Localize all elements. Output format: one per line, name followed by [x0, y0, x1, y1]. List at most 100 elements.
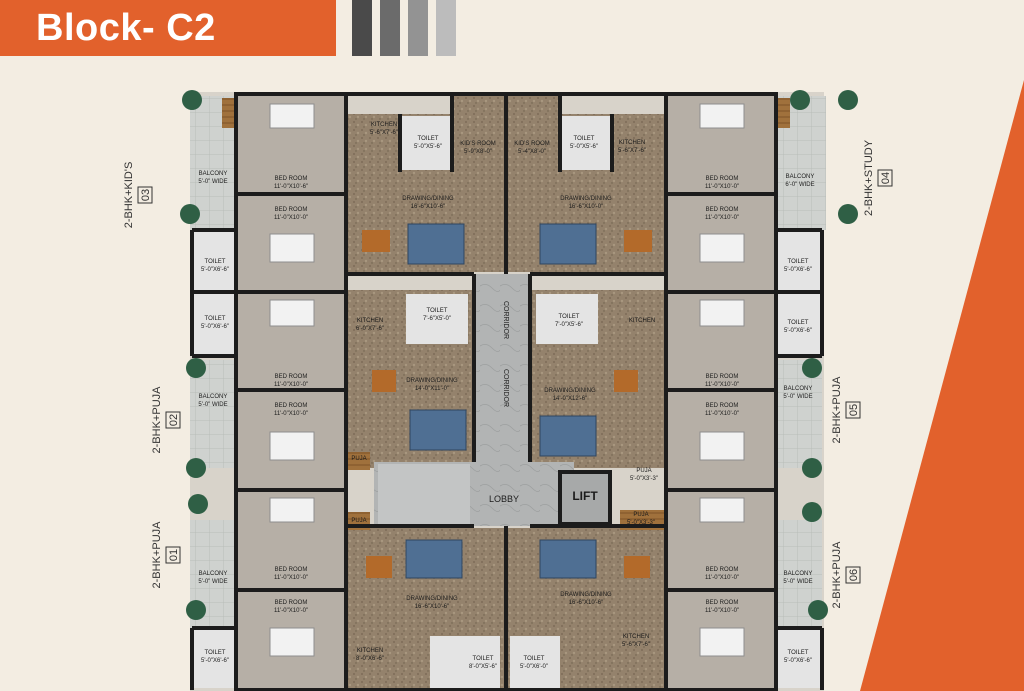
- label-lobby: LOBBY: [489, 494, 519, 504]
- size-toilet-bot-l: 8'-0"X5'-6": [469, 664, 497, 670]
- page-title: Block- C2: [36, 7, 216, 49]
- label-corridor-upper: CORRIDOR: [502, 301, 509, 339]
- size-toilet-left-3: 5'-0"X6'-6": [201, 658, 229, 664]
- unit-label-06: 2-BHK+PUJA 06: [831, 541, 861, 609]
- size-dd-01: 16'-6"X10'-6": [415, 604, 450, 610]
- label-kitchen-03: KITCHEN: [371, 122, 397, 128]
- label-toilet-top-l: TOILET: [418, 136, 439, 142]
- unit-number-box-02: [165, 411, 181, 429]
- label-bedroom-l1: BED ROOM: [275, 176, 308, 182]
- toilet-left-1: [192, 232, 238, 290]
- toilet-left-3: [192, 628, 238, 688]
- toilet-left-2: [192, 294, 238, 356]
- size-toilet-right-1: 5'-0"X6'-6": [784, 267, 812, 273]
- unit-number-box-05: [845, 401, 861, 419]
- label-toilet-right-2: TOILET: [788, 320, 809, 326]
- size-toilet-left-2: 5'-0"X6'-6": [201, 324, 229, 330]
- label-bedroom-r4: BED ROOM: [706, 403, 739, 409]
- toilet-mid-r: [536, 294, 598, 344]
- label-dd-03: DRAWING/DINING: [402, 196, 454, 202]
- toilet-right-3: [776, 628, 822, 688]
- size-toilet-right-2: 5'-0"X6'-6": [784, 328, 812, 334]
- label-kitchen-06: KITCHEN: [623, 634, 649, 640]
- stair-area: [378, 464, 470, 524]
- label-kids-room-r: KID'S ROOM: [514, 141, 549, 147]
- unit-number-box-04: [877, 169, 893, 187]
- size-bedroom-r6: 11'-0"X10'-0": [705, 608, 739, 614]
- size-bedroom-l4: 11'-0"X10'-0": [274, 411, 308, 417]
- label-dd-04: DRAWING/DINING: [560, 196, 612, 202]
- label-bedroom-r3: BED ROOM: [706, 374, 739, 380]
- label-dd-05: DRAWING/DINING: [544, 388, 596, 394]
- label-puja-01: PUJA: [351, 518, 366, 524]
- size-bedroom-l5: 11'-0"X10'-0": [274, 575, 308, 581]
- label-toilet-left-1: TOILET: [205, 259, 226, 265]
- toilet-top-l: [402, 116, 452, 170]
- unit-label-04: 2-BHK+STUDY 04: [863, 139, 893, 216]
- size-kitchen-06: 5'-6"X7'-6": [622, 642, 650, 648]
- label-balcony-05: BALCONY: [784, 386, 813, 392]
- unit-type-05: 2-BHK+PUJA: [831, 376, 843, 444]
- decor-stripe-4: [436, 0, 456, 56]
- size-bedroom-r4: 11'-0"X10'-0": [705, 411, 739, 417]
- toilet-top-r: [562, 116, 612, 170]
- unit-number-04: 04: [880, 172, 892, 184]
- size-kitchen-02: 6'-0"X7'-6": [356, 326, 384, 332]
- label-bedroom-r6: BED ROOM: [706, 600, 739, 606]
- label-bedroom-l3: BED ROOM: [275, 374, 308, 380]
- beds: [269, 103, 745, 657]
- label-puja-05: PUJA: [636, 468, 651, 474]
- label-bedroom-l2: BED ROOM: [275, 207, 308, 213]
- label-kitchen-05: KITCHEN: [629, 318, 655, 324]
- size-dd-02: 14'-0"X11'-0": [415, 386, 449, 392]
- unit-type-03: 2-BHK+KID'S: [123, 162, 135, 229]
- size-toilet-right-3: 5'-0"X6'-6": [784, 658, 812, 664]
- size-bedroom-l6: 11'-0"X10'-0": [274, 608, 308, 614]
- toilet-bot-r: [510, 636, 560, 688]
- label-bedroom-l6: BED ROOM: [275, 600, 308, 606]
- label-balcony-06: BALCONY: [784, 571, 813, 577]
- label-dd-01: DRAWING/DINING: [406, 596, 458, 602]
- size-kids-room-l: 5'-9"X8'-0": [464, 149, 492, 155]
- unit-number-box-06: [845, 566, 861, 584]
- size-kitchen-04: 5'-6"X7'-6": [618, 148, 646, 154]
- size-toilet-bot-r: 5'-0"X6'-0": [520, 664, 548, 670]
- size-dd-04: 16'-6"X10'-0": [569, 204, 604, 210]
- unit-label-02: 2-BHK+PUJA 02: [151, 386, 181, 454]
- size-bedroom-l2: 11'-0"X10'-0": [274, 215, 308, 221]
- kids-room-r: [508, 96, 560, 172]
- size-dd-03: 16'-6"X10'-6": [411, 204, 446, 210]
- label-corridor-lower: CORRIDOR: [502, 369, 509, 407]
- label-balcony-03: BALCONY: [199, 171, 228, 177]
- size-balcony-03: 5'-0" WIDE: [198, 179, 227, 185]
- unit-number-box-03: [137, 186, 153, 204]
- size-toilet-left-1: 5'-0"X6'-6": [201, 267, 229, 273]
- label-dd-06: DRAWING/DINING: [560, 592, 612, 598]
- title-banner: Block- C2: [0, 0, 336, 56]
- size-toilet-mid-r: 7'-0"X5'-6": [555, 322, 583, 328]
- label-kitchen-01: KITCHEN: [357, 648, 383, 654]
- size-balcony-04: 6'-0" WIDE: [785, 182, 814, 188]
- size-toilet-top-l: 5'-0"X5'-6": [414, 144, 442, 150]
- kids-room-l: [454, 96, 506, 172]
- label-bedroom-l5: BED ROOM: [275, 567, 308, 573]
- puja-l2: [348, 452, 370, 470]
- label-lift: LIFT: [572, 489, 598, 503]
- label-dd-02: DRAWING/DINING: [406, 378, 458, 384]
- size-puja-06: 5'-0"X3'-3": [627, 520, 655, 526]
- balcony-05: [776, 360, 822, 468]
- unit-label-03: 2-BHK+KID'S 03: [123, 162, 153, 229]
- label-toilet-bot-l: TOILET: [473, 656, 494, 662]
- size-bedroom-l3: 11'-0"X10'-0": [274, 382, 308, 388]
- label-puja-02: PUJA: [351, 456, 366, 462]
- unit-type-06: 2-BHK+PUJA: [831, 541, 843, 609]
- walls: [190, 92, 824, 691]
- label-toilet-left-3: TOILET: [205, 650, 226, 656]
- unit-type-02: 2-BHK+PUJA: [151, 386, 163, 454]
- size-dd-05: 14'-0"X12'-6": [553, 396, 588, 402]
- unit-type-01: 2-BHK+PUJA: [151, 521, 163, 589]
- balcony-02: [190, 360, 236, 468]
- size-bedroom-r2: 11'-0"X10'-0": [705, 215, 739, 221]
